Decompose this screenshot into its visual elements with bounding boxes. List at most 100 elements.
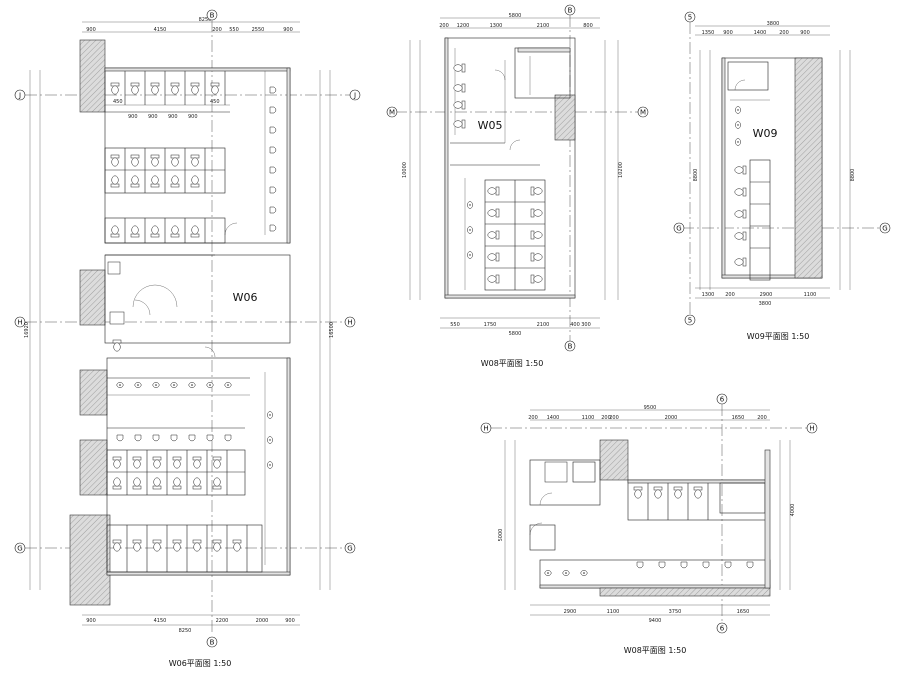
toilet-icon — [487, 230, 500, 240]
plan-title-w08: W08平面图 1:50 — [624, 646, 687, 655]
dim-label: 1400 — [547, 415, 560, 421]
toilet-icon — [152, 477, 162, 490]
w09-bottom-dims: 1300 200 2900 1100 — [702, 292, 817, 298]
basin-icon — [152, 381, 160, 389]
dim-label: 2100 — [537, 23, 550, 29]
toilet-icon — [210, 82, 220, 95]
urinal-icon — [269, 206, 277, 214]
toilet-icon — [172, 477, 182, 490]
basin-icon — [188, 381, 196, 389]
grid-label: 5 — [688, 317, 692, 325]
plan-title-w05: W08平面图 1:50 — [481, 359, 544, 368]
dim-label: 900 — [168, 114, 178, 120]
urinal-icon — [116, 434, 124, 442]
grid-bubbles-w06: J J H H G G — [14, 89, 361, 554]
basin-icon — [562, 569, 570, 577]
w06-top-dims: 900 4150 200 550 2550 900 — [86, 27, 293, 33]
grid-label: H — [17, 319, 22, 327]
grid-label: 5 — [688, 14, 692, 22]
dim-label: 1300 — [702, 292, 715, 298]
grid-label: B — [568, 7, 573, 15]
w05-bottom-total: 5800 — [509, 331, 522, 337]
w05-top-total: 5800 — [509, 13, 522, 19]
toilet-icon — [453, 100, 466, 110]
w08-bottom-total: 9400 — [649, 618, 662, 624]
urinal-icon — [269, 146, 277, 154]
toilet-icon — [530, 274, 543, 284]
basin-icon — [466, 201, 474, 209]
column — [79, 269, 106, 326]
grid-bubble-bottom — [206, 636, 218, 648]
toilet-icon — [530, 230, 543, 240]
toilet-icon — [110, 225, 120, 238]
w06-top-total: 8250 — [199, 17, 212, 23]
column — [79, 39, 106, 113]
dim-label: 550 — [450, 322, 460, 328]
column — [69, 514, 111, 606]
toilet-icon — [110, 82, 120, 95]
urinal-icon — [269, 126, 277, 134]
toilet-icon — [132, 477, 142, 490]
dim-label: 900 — [86, 27, 96, 33]
dim-label: 1400 — [754, 30, 767, 36]
urinal-icon — [680, 561, 688, 569]
toilet-icon — [734, 165, 747, 175]
toilet-icon — [170, 225, 180, 238]
toilet-icon — [212, 456, 222, 469]
dim-label: 1350 — [702, 30, 715, 36]
toilet-icon — [487, 208, 500, 218]
urinal-icon — [636, 561, 644, 569]
basin-icon — [580, 569, 588, 577]
w06-lower-wc — [112, 456, 242, 552]
dim-label: 200 — [609, 415, 619, 421]
toilet-icon — [734, 231, 747, 241]
urinal-icon — [724, 561, 732, 569]
w08-top-total: 9500 — [644, 405, 657, 411]
dim-label: 1750 — [484, 322, 497, 328]
toilet-icon — [110, 175, 120, 188]
room-label-w09: W09 — [753, 127, 778, 140]
w09-top-dims: 1350 900 1400 200 900 — [702, 30, 810, 36]
plan-title-w09: W09平面图 1:50 — [747, 332, 810, 341]
dim-label: 900 — [800, 30, 810, 36]
toilet-icon — [734, 187, 747, 197]
dim-label: 200 — [528, 415, 538, 421]
grid-label: M — [640, 109, 646, 117]
basin-icon — [266, 436, 274, 444]
dim-label: 2000 — [256, 618, 269, 624]
toilet-icon — [530, 252, 543, 262]
w05-left-total: 10000 — [402, 162, 408, 178]
basin-icon — [734, 138, 742, 146]
w08-left-total: 5000 — [498, 529, 504, 542]
dim-label: 2900 — [760, 292, 773, 298]
grid-label: M — [389, 109, 395, 117]
plan-title-w06: W06平面图 1:50 — [169, 659, 232, 668]
toilet-icon — [190, 175, 200, 188]
w05-fixtures — [453, 63, 543, 284]
w06-wc-row-2 — [110, 154, 200, 188]
toilet-icon — [212, 539, 222, 552]
w05-right-total: 10200 — [618, 162, 624, 178]
toilet-icon — [150, 175, 160, 188]
toilet-icon — [152, 456, 162, 469]
toilet-icon — [112, 539, 122, 552]
urinal-icon — [746, 561, 754, 569]
toilet-icon — [170, 175, 180, 188]
dim-label: 1650 — [732, 415, 745, 421]
urinal-icon — [206, 434, 214, 442]
toilet-icon — [172, 456, 182, 469]
toilet-icon — [150, 225, 160, 238]
basin-icon — [134, 381, 142, 389]
column — [79, 439, 108, 496]
dim-label: 450 — [113, 99, 123, 105]
w09-walls — [721, 57, 823, 281]
dim-label: 400 — [570, 322, 580, 328]
urinal-icon — [269, 166, 277, 174]
urinal-icon — [702, 561, 710, 569]
dim-label: 2200 — [216, 618, 229, 624]
basin-icon — [734, 121, 742, 129]
dim-label: 200 — [439, 23, 449, 29]
plan-w09: 5 3800 1350 900 1400 200 900 G G 8800 88… — [673, 11, 891, 341]
urinal-icon — [269, 186, 277, 194]
